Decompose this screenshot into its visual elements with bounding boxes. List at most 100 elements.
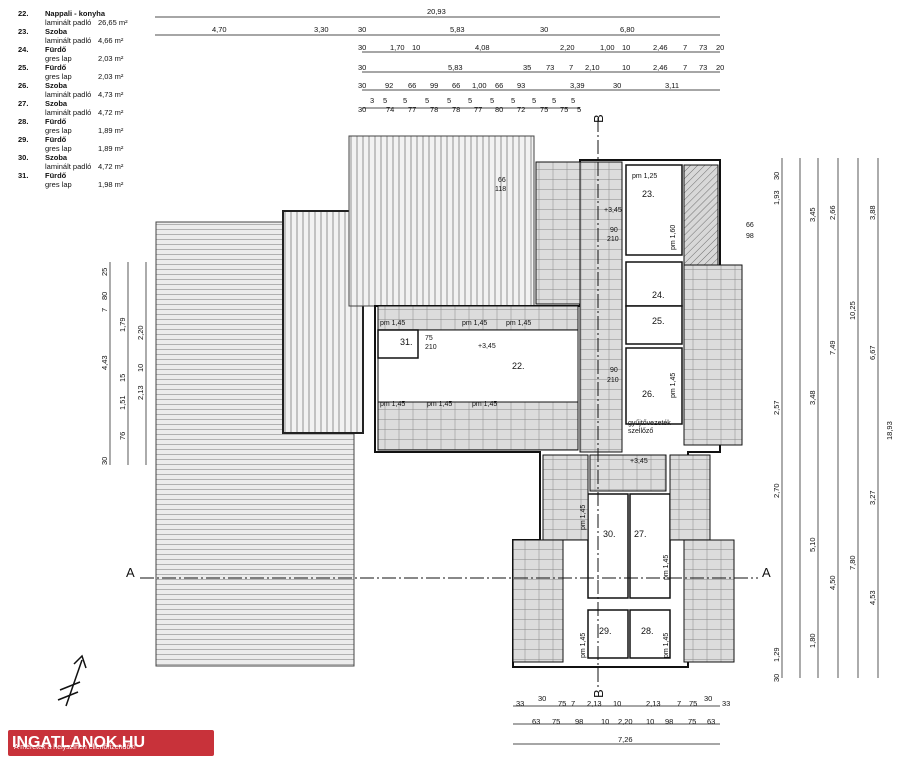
dim-top: 30 xyxy=(358,43,366,52)
dim-top: 30 xyxy=(613,81,621,90)
dim-top-total: 20,93 xyxy=(427,7,446,16)
opening-label: 66 xyxy=(746,222,754,229)
dim-right: 7,49 xyxy=(828,340,837,355)
dim-right: 2,57 xyxy=(772,400,781,415)
section-b-bottom: B xyxy=(591,689,606,698)
legend-room: Fürdő xyxy=(45,171,67,180)
legend-room: Fürdő xyxy=(45,45,67,54)
room-31-area xyxy=(377,329,419,359)
dim-top: 5 xyxy=(403,96,407,105)
dim-top: 99 xyxy=(430,81,438,90)
dim-right: 1,29 xyxy=(772,647,781,662)
dim-bottom: 33 xyxy=(516,699,524,708)
legend-number: 24. xyxy=(18,45,29,54)
legend-number: 28. xyxy=(18,117,29,126)
opening-label: 118 xyxy=(495,186,506,193)
dim-top: 30 xyxy=(358,25,366,34)
section-a-right: A xyxy=(762,565,771,580)
footer-note: A méretek a helyszínen ellenőrizendők! xyxy=(14,744,136,751)
pm-label: pm 1,45 xyxy=(427,401,452,408)
dim-right: 5,10 xyxy=(808,537,817,552)
room-label-31: 31. xyxy=(400,337,413,347)
dim-top: 75 xyxy=(560,105,568,114)
opening-label: 66 xyxy=(498,177,506,184)
legend-area: 1,98 m² xyxy=(98,180,124,189)
dim-right: 30 xyxy=(772,674,781,682)
legend-area: 2,03 m² xyxy=(98,54,124,63)
legend-room: Szoba xyxy=(45,99,68,108)
roof-right-2 xyxy=(683,264,743,446)
opening-label: 75 xyxy=(425,335,433,342)
room-label-23: 23. xyxy=(642,189,655,199)
pm-label: pm 1,45 xyxy=(506,320,531,327)
dim-right: 4,53 xyxy=(868,590,877,605)
legend-floor: gres lap xyxy=(45,54,72,63)
roof-top-hatch xyxy=(535,161,581,305)
level-mark: +3,45 xyxy=(604,207,622,214)
dim-right: 3,88 xyxy=(868,205,877,220)
legend-area: 4,72 m² xyxy=(98,162,124,171)
room-label-30: 30. xyxy=(603,529,616,539)
bottom-dimension-lines xyxy=(513,705,720,745)
pm-label: pm 1,45 xyxy=(580,633,587,658)
legend-floor: laminált padló xyxy=(45,90,92,99)
dim-left: 1,51 xyxy=(118,395,127,410)
dim-left: 10 xyxy=(136,364,145,372)
dim-right: 1,93 xyxy=(772,190,781,205)
dim-top: 75 xyxy=(540,105,548,114)
dim-bottom: 98 xyxy=(575,717,583,726)
dim-right: 7,80 xyxy=(848,555,857,570)
dim-top: 77 xyxy=(408,105,416,114)
dim-left: 2,13 xyxy=(136,385,145,400)
dim-left: 30 xyxy=(100,457,109,465)
dim-top: 7 xyxy=(683,63,687,72)
dim-top: 80 xyxy=(495,105,503,114)
dim-top: 5 xyxy=(511,96,515,105)
legend-number: 31. xyxy=(18,171,29,180)
dim-top: 2,46 xyxy=(653,43,668,52)
dim-top: 35 xyxy=(523,63,531,72)
dim-left: 2,20 xyxy=(136,325,145,340)
dim-bottom: 75 xyxy=(558,699,566,708)
opening-label: 98 xyxy=(746,233,754,240)
dim-right: 1,80 xyxy=(808,633,817,648)
dim-top: 2,10 xyxy=(585,63,600,72)
dim-top: 30 xyxy=(358,105,366,114)
level-mark: +3,45 xyxy=(630,458,648,465)
room-28-area xyxy=(629,609,671,659)
legend-area: 4,72 m² xyxy=(98,108,124,117)
dim-top: 5 xyxy=(447,96,451,105)
legend-room: Szoba xyxy=(45,27,68,36)
left-dimension-lines xyxy=(109,262,147,465)
dim-bottom: 10 xyxy=(613,699,621,708)
dim-top: 1,00 xyxy=(472,81,487,90)
dim-top: 3,30 xyxy=(314,25,329,34)
dim-top: 30 xyxy=(358,63,366,72)
dim-top: 20 xyxy=(716,63,724,72)
legend-floor: laminált padló xyxy=(45,18,92,27)
legend-number: 23. xyxy=(18,27,29,36)
roof-mid-right xyxy=(669,454,711,541)
roof-lower-right xyxy=(683,539,735,663)
dim-top: 92 xyxy=(385,81,393,90)
vent-note: gyűjtővezeték xyxy=(628,420,671,427)
dim-top: 5 xyxy=(577,105,581,114)
legend-floor: laminált padló xyxy=(45,108,92,117)
dim-bottom: 75 xyxy=(689,699,697,708)
dim-top: 66 xyxy=(408,81,416,90)
pm-label: pm 1,60 xyxy=(670,225,677,250)
corridor-south xyxy=(377,401,579,451)
room-label-28: 28. xyxy=(641,626,654,636)
dim-top: 5 xyxy=(383,96,387,105)
opening-label: 210 xyxy=(607,236,619,243)
top-dimension-lines xyxy=(155,16,720,109)
dim-top: 2,46 xyxy=(653,63,668,72)
dim-right: 4,50 xyxy=(828,575,837,590)
dim-top: 5 xyxy=(425,96,429,105)
dim-top: 7 xyxy=(569,63,573,72)
